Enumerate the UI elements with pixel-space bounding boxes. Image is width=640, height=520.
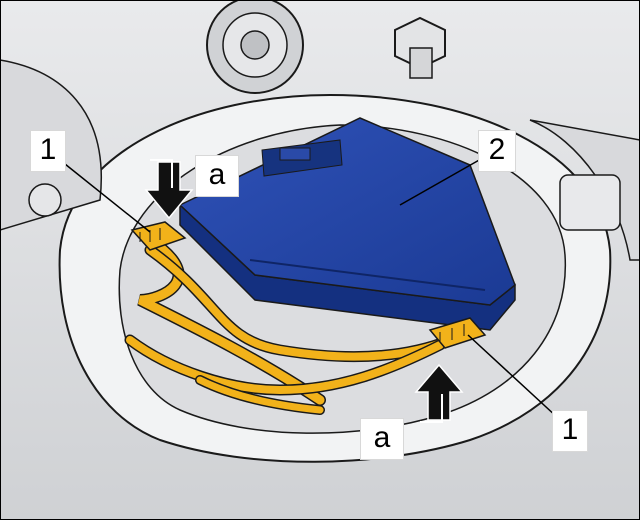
callout-arrow-top: a xyxy=(195,155,239,197)
leader-line-1-right xyxy=(467,334,559,419)
leader-line-2 xyxy=(399,154,489,206)
connector-right xyxy=(428,317,487,349)
leader-line-1-left xyxy=(59,159,151,233)
callout-connector-left: 1 xyxy=(30,130,66,172)
gear-icon xyxy=(206,0,304,94)
leader-lines xyxy=(59,154,559,419)
callout-arrow-bottom: a xyxy=(360,418,404,460)
callout-control-unit: 2 xyxy=(478,130,516,172)
callout-connector-right: 1 xyxy=(552,410,588,452)
arrow-down-icon xyxy=(144,159,194,220)
control-unit xyxy=(178,117,516,331)
bracket-right xyxy=(529,119,640,261)
wiring-harness xyxy=(124,234,456,415)
arrow-up-icon xyxy=(414,363,464,423)
bolt-icon xyxy=(394,16,446,79)
